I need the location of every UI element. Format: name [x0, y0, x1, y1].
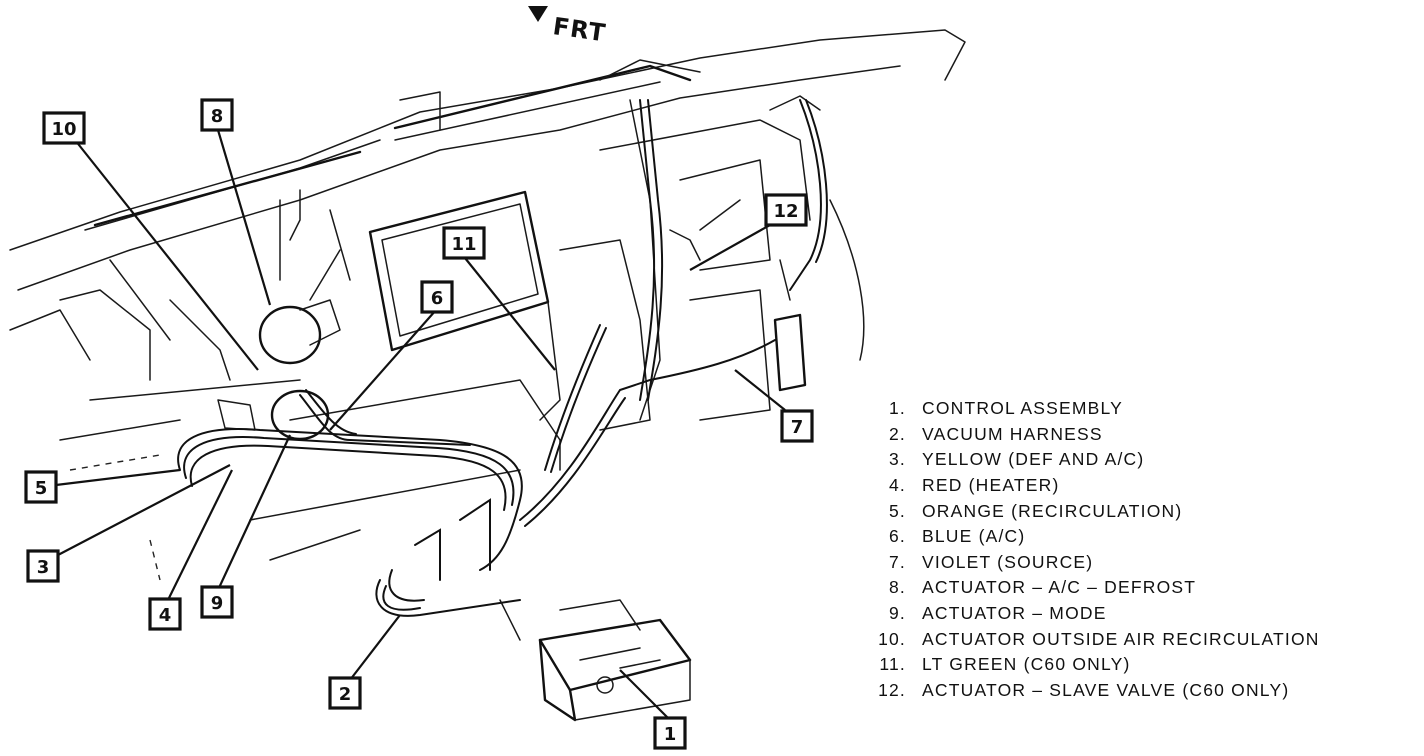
legend-item: 6. BLUE (A/C) [868, 524, 1320, 550]
legend-number: 6. [889, 526, 906, 547]
callout-4: 4 [148, 597, 182, 631]
callout-number: 12 [773, 201, 798, 222]
callout-2: 2 [328, 676, 362, 710]
legend-text: ORANGE (RECIRCULATION) [922, 500, 1183, 521]
legend-item: 3. YELLOW (DEF AND A/C) [868, 447, 1320, 473]
callout-number: 6 [431, 288, 444, 309]
legend-item: 7. VIOLET (SOURCE) [868, 550, 1320, 576]
legend-number: 1. [889, 398, 906, 419]
callout-5: 5 [24, 470, 58, 504]
legend-text: YELLOW (DEF AND A/C) [922, 449, 1145, 470]
legend-item: 10. ACTUATOR OUTSIDE AIR RECIRCULATION [868, 626, 1320, 652]
dash-panel-illustration [9, 29, 966, 581]
callout-number: 7 [791, 417, 804, 438]
callout-12: 12 [764, 193, 808, 227]
legend-text: ACTUATOR – SLAVE VALVE (C60 ONLY) [922, 679, 1290, 700]
legend-number: 7. [889, 551, 906, 572]
legend-text: ACTUATOR – A/C – DEFROST [922, 577, 1197, 598]
front-arrow-icon [528, 6, 548, 22]
callout-11: 11 [442, 226, 486, 260]
legend-text: LT GREEN (C60 ONLY) [922, 654, 1131, 675]
legend-number: 9. [889, 603, 906, 624]
callout-number: 11 [451, 234, 476, 255]
control-assembly-illustration [499, 599, 692, 722]
callout-number: 4 [159, 605, 172, 626]
vacuum-hoses-illustration [177, 99, 828, 617]
legend-text: BLUE (A/C) [922, 526, 1026, 547]
legend-number: 8. [889, 577, 906, 598]
legend-text: CONTROL ASSEMBLY [922, 398, 1124, 419]
legend-number: 12. [878, 679, 906, 700]
legend-item: 9. ACTUATOR – MODE [868, 601, 1320, 627]
legend-item: 5. ORANGE (RECIRCULATION) [868, 498, 1320, 524]
legend-number: 2. [889, 423, 906, 444]
legend-text: RED (HEATER) [922, 475, 1060, 496]
legend-number: 5. [889, 500, 906, 521]
callout-number: 1 [664, 724, 677, 745]
legend-text: VACUUM HARNESS [922, 423, 1103, 444]
parts-legend: 1. CONTROL ASSEMBLY 2. VACUUM HARNESS 3. YE… [868, 396, 1320, 703]
legend-item: 2. VACUUM HARNESS [868, 422, 1320, 448]
legend-text: ACTUATOR OUTSIDE AIR RECIRCULATION [922, 628, 1320, 649]
legend-item: 11. LT GREEN (C60 ONLY) [868, 652, 1320, 678]
legend-item: 8. ACTUATOR – A/C – DEFROST [868, 575, 1320, 601]
legend-item: 12. ACTUATOR – SLAVE VALVE (C60 ONLY) [868, 678, 1320, 704]
legend-text: ACTUATOR – MODE [922, 603, 1107, 624]
legend-item: 1. CONTROL ASSEMBLY [868, 396, 1320, 422]
callout-number: 8 [211, 106, 224, 127]
front-direction-label: FRT [551, 12, 608, 47]
callout-number: 5 [35, 478, 48, 499]
callout-number: 2 [339, 684, 352, 705]
callout-7: 7 [780, 409, 814, 443]
callout-1: 1 [653, 716, 687, 750]
callout-10: 10 [42, 111, 86, 145]
callout-9: 9 [200, 585, 234, 619]
callout-3: 3 [26, 549, 60, 583]
legend-item: 4. RED (HEATER) [868, 473, 1320, 499]
actuator-illustrations [217, 229, 807, 441]
legend-number: 11. [879, 654, 906, 675]
legend-number: 4. [889, 475, 906, 496]
callout-number: 3 [37, 557, 50, 578]
callout-number: 10 [51, 119, 76, 140]
legend-text: VIOLET (SOURCE) [922, 551, 1094, 572]
front-direction-indicator: FRT [528, 6, 608, 47]
callout-leaders [55, 129, 786, 721]
legend-number: 3. [889, 449, 906, 470]
callout-number: 9 [211, 593, 224, 614]
callout-6: 6 [420, 280, 454, 314]
legend-number: 10. [878, 628, 906, 649]
callout-8: 8 [200, 98, 234, 132]
